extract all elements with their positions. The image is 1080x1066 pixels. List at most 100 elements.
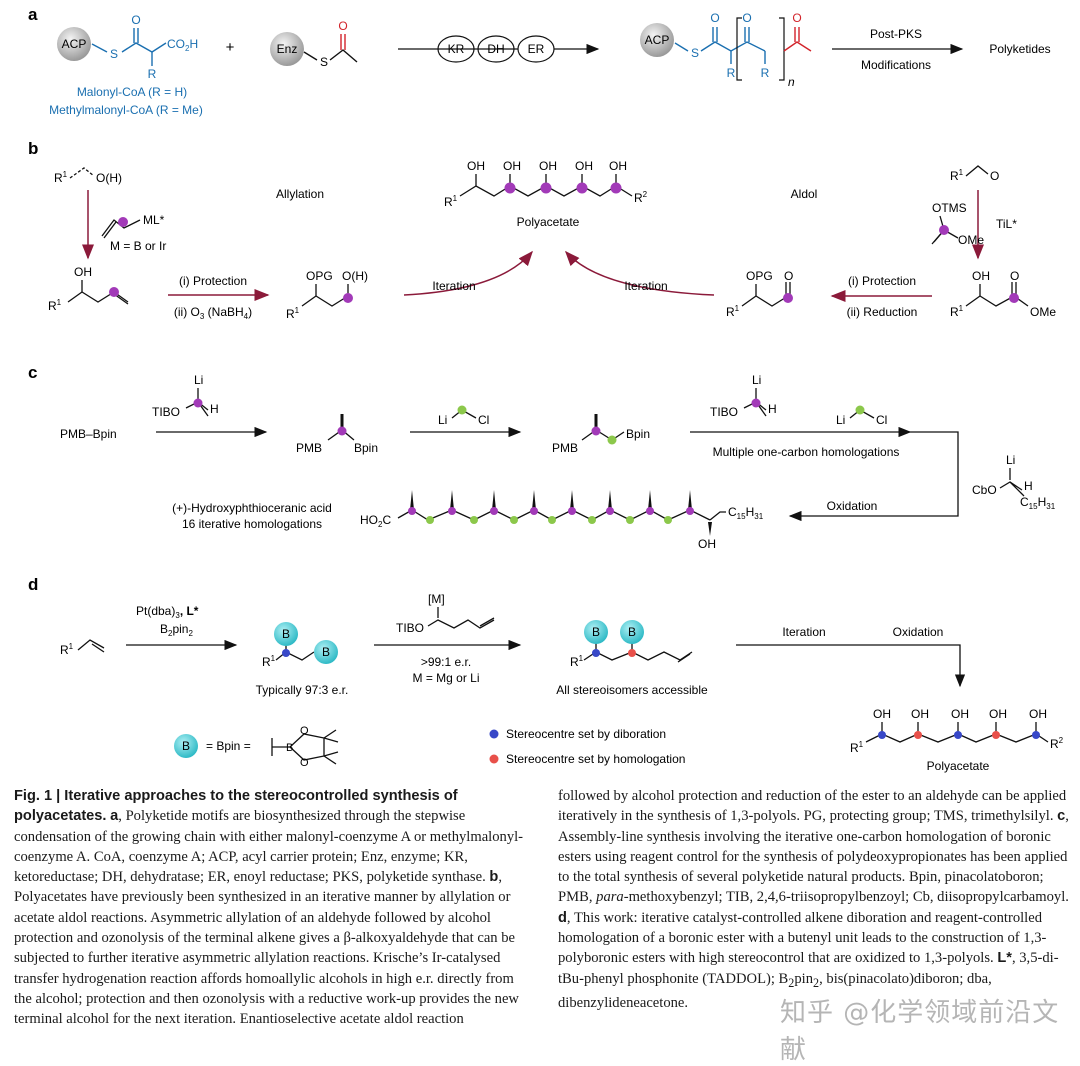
d-poly-oh-1: OH bbox=[873, 707, 891, 721]
opg-right: OPG bbox=[746, 269, 773, 283]
c-h-2: H bbox=[768, 402, 777, 416]
product-r2: R bbox=[761, 66, 770, 80]
polyacetate-label-b: Polyacetate bbox=[517, 215, 580, 229]
panel-d-letter: d bbox=[28, 575, 38, 594]
aldol-product-r1: R1 bbox=[950, 304, 964, 319]
aldol-product-purple bbox=[1009, 293, 1019, 303]
malonyl-structure bbox=[91, 28, 167, 66]
kr-cycle bbox=[437, 35, 475, 63]
caption-lstar: L* bbox=[997, 950, 1012, 967]
polyacetate-purple-3 bbox=[576, 182, 588, 194]
caption-d-text-2: , 3,5-di-tBu-phenyl phosphonite (TADDOL)… bbox=[558, 950, 1059, 987]
phthioceranic-purple-atoms bbox=[408, 507, 694, 515]
caption-fig-title: Fig. 1 | Iterative approaches to the ste… bbox=[14, 788, 458, 825]
oh-paren-left: O(H) bbox=[342, 269, 368, 283]
d-red-dot-1 bbox=[628, 649, 636, 657]
zhihu-watermark: 知乎 @化学领域前沿文献 bbox=[780, 998, 1060, 1065]
c-li-4: Li bbox=[836, 413, 845, 427]
opg-right-o: O bbox=[784, 269, 793, 283]
caption-c-label: c bbox=[1057, 808, 1066, 825]
iteration-label-right: Iteration bbox=[624, 279, 667, 293]
d-poly-r1: R1 bbox=[850, 740, 864, 755]
d-er99: >99:1 e.r. bbox=[421, 655, 471, 669]
d-polyacetate-label: Polyacetate bbox=[927, 759, 990, 773]
d-iteration: Iteration bbox=[782, 625, 825, 639]
d-pin-o2: O bbox=[300, 757, 309, 769]
d-b-key: B bbox=[182, 739, 190, 753]
pmb-bpin-start: PMB–Bpin bbox=[60, 427, 117, 441]
er-cycle bbox=[517, 35, 555, 63]
product-o2: O bbox=[742, 11, 751, 25]
legend-red-text: Stereocentre set by homologation bbox=[506, 752, 685, 766]
d-b-key-ball bbox=[174, 734, 198, 758]
phthioceranic-green-atoms bbox=[426, 516, 672, 524]
product-s: S bbox=[691, 46, 699, 60]
poly-oh-3: OH bbox=[539, 159, 557, 173]
aldol-product bbox=[965, 282, 1029, 307]
d-poly-r2: R2 bbox=[1050, 736, 1064, 751]
aldol-product-oh: OH bbox=[972, 269, 990, 283]
c-li-1: Li bbox=[194, 373, 203, 387]
c-h-3: H bbox=[1024, 479, 1033, 493]
enz-thioester bbox=[303, 49, 358, 63]
polyacetate-purple-1 bbox=[504, 182, 516, 194]
d-b-ball-4 bbox=[620, 620, 644, 644]
opg-right-purple bbox=[783, 293, 793, 303]
caption-d-label: d bbox=[558, 909, 567, 926]
caption-b-label: b bbox=[489, 869, 499, 886]
opg-left-r1: R1 bbox=[286, 306, 300, 321]
opg-left: OPG bbox=[306, 269, 333, 283]
allylation-label: Allylation bbox=[276, 187, 324, 201]
c-ho2c: HO2C bbox=[360, 513, 391, 529]
d-m-label: [M] bbox=[428, 592, 445, 606]
acp-product-sphere bbox=[640, 23, 674, 57]
aldol-product-o: O bbox=[1010, 269, 1019, 283]
acp-sphere bbox=[57, 27, 91, 61]
poly-r2: R2 bbox=[634, 190, 648, 205]
product-o3: O bbox=[792, 11, 801, 25]
aldol-label: Aldol bbox=[791, 187, 818, 201]
malonyl-co2h: CO2H bbox=[167, 37, 198, 53]
malonyl-s: S bbox=[110, 47, 118, 61]
product-chain bbox=[674, 27, 766, 64]
ozonolysis-label: (ii) O3 (NaBH4) bbox=[174, 305, 252, 321]
poly-oh-4: OH bbox=[575, 159, 593, 173]
aldol-purple-atom bbox=[939, 225, 949, 235]
dh-cycle bbox=[477, 35, 515, 63]
iteration-arrow-right bbox=[564, 250, 715, 296]
poly-r1: R1 bbox=[444, 194, 458, 209]
c-carbenoid-2-atom bbox=[751, 398, 761, 408]
caption-b-text: , Polyacetates have previously been synt… bbox=[14, 869, 519, 1028]
b-r1-aldehyde: R1 bbox=[54, 170, 68, 185]
malonyl-coa-label: Malonyl-CoA (R = H) bbox=[77, 85, 187, 99]
d-poly-oh-5: OH bbox=[1029, 707, 1047, 721]
c-c15h31-product: C15H31 bbox=[728, 505, 764, 521]
caption-d-text-1: , This work: iterative catalyst-controll… bbox=[558, 909, 1047, 967]
phthioceranic-methyl-wedges bbox=[410, 490, 692, 510]
polyacetate-purple-2 bbox=[540, 182, 552, 194]
d-all-stereo: All stereoisomers accessible bbox=[556, 683, 708, 697]
ome-label-1: OMe bbox=[958, 233, 984, 247]
c-li-5: Li bbox=[1006, 453, 1015, 467]
acp-product-label: ACP bbox=[645, 33, 670, 47]
c-bpin-2: Bpin bbox=[626, 427, 650, 441]
panel-d: d R1 Pt(dba)3, L* B2pin2 B B R1 Typicall… bbox=[28, 575, 1064, 773]
c-carbenoid-1-atom bbox=[193, 398, 203, 408]
c-cbo: CbO bbox=[972, 483, 997, 497]
legend-red-dot bbox=[489, 754, 499, 764]
panel-a: a ACP S O CO2H R Malonyl-CoA (R = H) Met… bbox=[28, 5, 1051, 117]
caption-a-label: a bbox=[110, 808, 119, 825]
pmb-bpin-2-green bbox=[607, 435, 617, 445]
d-pinacol-ring bbox=[271, 729, 339, 765]
product-o1: O bbox=[710, 11, 719, 25]
d-poly-red-1 bbox=[914, 731, 922, 739]
c-bpin-1: Bpin bbox=[354, 441, 378, 455]
d-b-ball-2 bbox=[314, 640, 338, 664]
d-poly-blue-3 bbox=[1032, 731, 1040, 739]
panel-c-letter: c bbox=[28, 363, 37, 382]
c-oxidation: Oxidation bbox=[827, 499, 878, 513]
aldol-r1: R1 bbox=[950, 168, 964, 183]
c-return-arrow bbox=[788, 431, 959, 522]
d-poly-oh-3: OH bbox=[951, 707, 969, 721]
c-pmb-2: PMB bbox=[552, 441, 578, 455]
